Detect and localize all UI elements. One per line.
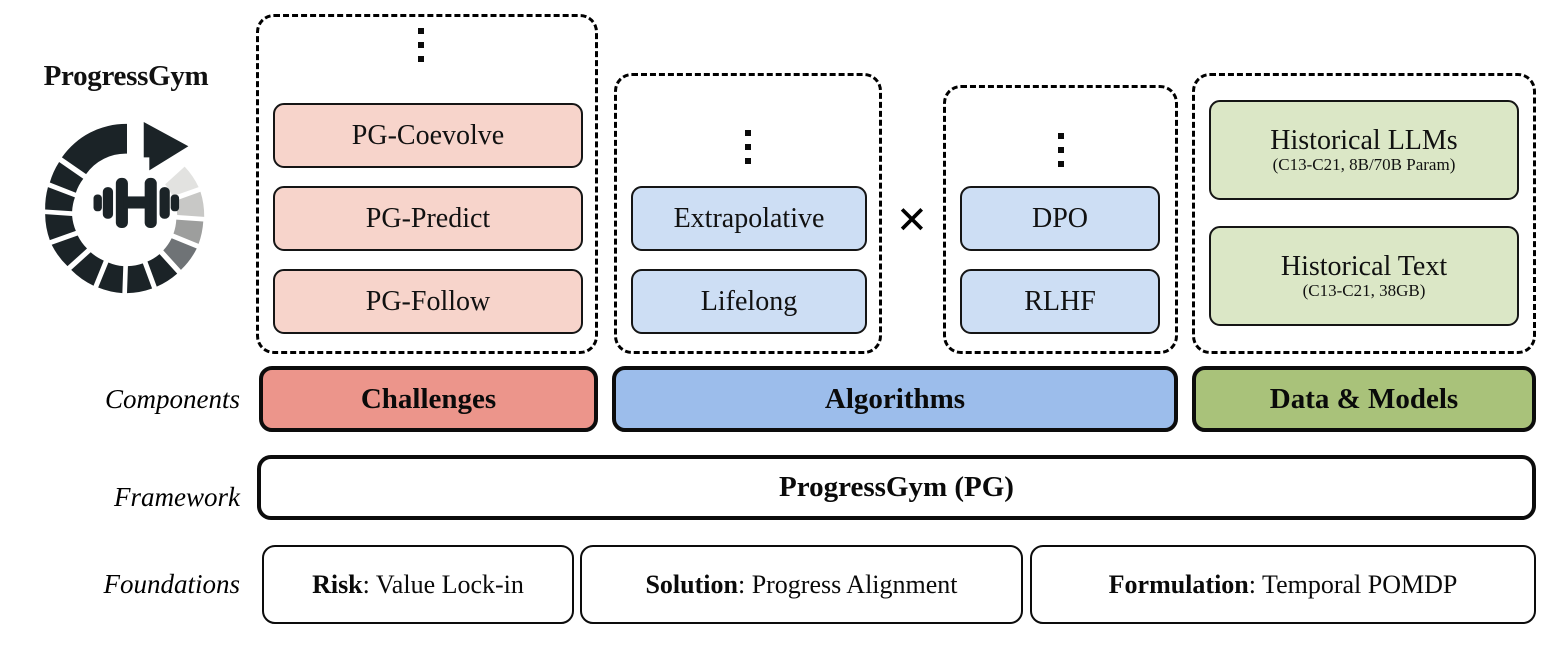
challenges-ellipsis-icon — [406, 28, 436, 62]
challenge-card-pg-coevolve[interactable]: PG-Coevolve — [273, 103, 583, 168]
component-bar-label: Algorithms — [824, 382, 966, 415]
foundation-box-formulation[interactable]: Formulation: Temporal POMDP — [1030, 545, 1536, 624]
cross-product-icon: ✕ — [896, 198, 928, 242]
foundation-separator: : — [1248, 569, 1263, 599]
framework-bar-label: ProgressGym (PG) — [779, 471, 1014, 503]
algorithm-paradigms-ellipsis-icon — [733, 130, 763, 164]
component-bar-data-models[interactable]: Data & Models — [1192, 366, 1536, 432]
foundation-key: Solution — [645, 569, 738, 599]
component-bar-challenges[interactable]: Challenges — [259, 366, 598, 432]
algorithm-card-lifelong[interactable]: Lifelong — [631, 269, 867, 334]
foundation-key: Risk — [312, 569, 363, 599]
component-bar-label: Challenges — [360, 382, 497, 415]
challenge-card-title: PG-Predict — [365, 202, 491, 234]
foundation-value: Progress Alignment — [751, 569, 958, 599]
foundation-value: Value Lock-in — [375, 569, 524, 599]
page-title: ProgressGym — [43, 60, 209, 92]
algorithm-methods-group — [943, 85, 1178, 354]
data-models-group — [1192, 73, 1536, 354]
framework-bar[interactable]: ProgressGym (PG) — [257, 455, 1536, 520]
challenge-card-title: PG-Follow — [365, 285, 491, 317]
data-card-historical-text[interactable]: Historical Text (C13-C21, 38GB) — [1209, 226, 1519, 326]
challenges-group — [256, 14, 598, 354]
challenge-card-title: PG-Coevolve — [351, 119, 505, 151]
progress-circular-arrow-dumbbell-icon — [34, 104, 220, 300]
data-card-title: Historical LLMs — [1270, 124, 1458, 156]
algorithm-card-title: Extrapolative — [673, 202, 825, 234]
challenge-card-pg-follow[interactable]: PG-Follow — [273, 269, 583, 334]
algorithm-card-title: Lifelong — [700, 285, 798, 317]
algorithm-card-title: DPO — [1031, 202, 1088, 234]
row-label-foundations: Foundations — [103, 569, 240, 599]
component-bar-label: Data & Models — [1269, 382, 1459, 415]
brand-block: ProgressGym — [8, 60, 244, 320]
component-bar-algorithms[interactable]: Algorithms — [612, 366, 1178, 432]
foundation-separator: : — [362, 569, 376, 599]
algorithm-card-title: RLHF — [1024, 285, 1096, 317]
algorithm-methods-ellipsis-icon — [1046, 133, 1076, 167]
algorithm-paradigms-group — [614, 73, 882, 354]
foundation-value: Temporal POMDP — [1262, 569, 1458, 599]
algorithm-card-extrapolative[interactable]: Extrapolative — [631, 186, 867, 251]
algorithm-card-rlhf[interactable]: RLHF — [960, 269, 1160, 334]
data-card-title: Historical Text — [1280, 250, 1448, 282]
row-label-framework: Framework — [114, 482, 240, 512]
algorithm-card-dpo[interactable]: DPO — [960, 186, 1160, 251]
row-label-components: Components — [105, 384, 240, 414]
data-card-subtitle: (C13-C21, 8B/70B Param) — [1272, 155, 1456, 175]
data-card-subtitle: (C13-C21, 38GB) — [1302, 281, 1426, 301]
data-card-historical-llms[interactable]: Historical LLMs (C13-C21, 8B/70B Param) — [1209, 100, 1519, 200]
foundation-box-solution[interactable]: Solution: Progress Alignment — [580, 545, 1023, 624]
foundation-box-risk[interactable]: Risk: Value Lock-in — [262, 545, 574, 624]
foundation-separator: : — [737, 569, 752, 599]
challenge-card-pg-predict[interactable]: PG-Predict — [273, 186, 583, 251]
foundation-key: Formulation — [1108, 569, 1249, 599]
